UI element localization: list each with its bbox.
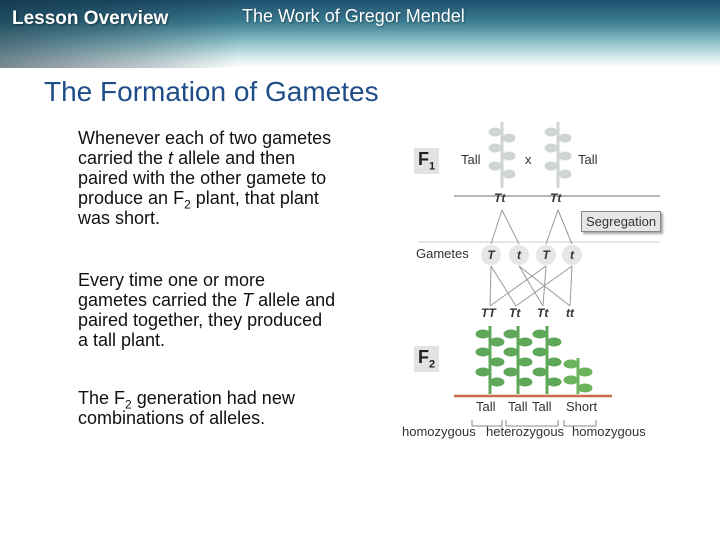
- slide-title: The Formation of Gametes: [44, 76, 379, 107]
- zygosity-brackets: [471, 420, 597, 427]
- f1-tall-left-label: Tall: [461, 152, 481, 167]
- parent-genotype-left: Tt: [494, 191, 506, 205]
- f2-plant-tt-tall: [475, 326, 505, 394]
- phenotype-tall-2: Tall: [508, 399, 528, 414]
- header-banner: Lesson Overview The Work of Gregor Mende…: [0, 0, 720, 68]
- f2-generation-label: F2: [414, 346, 440, 372]
- gametes-label: Gametes: [416, 246, 469, 261]
- header-shade: [0, 0, 240, 68]
- zygosity-homozygous-left: homozygous: [402, 424, 476, 439]
- f1-plant-right: [544, 122, 572, 188]
- lesson-subtitle: The Work of Gregor Mendel: [242, 6, 465, 26]
- offspring-genotype-Tt-2: Tt: [537, 306, 549, 320]
- segregation-label: Segregation: [581, 211, 662, 232]
- cross-diagram-graphics: [418, 122, 660, 427]
- zygosity-homozygous-right: homozygous: [572, 424, 646, 439]
- offspring-genotype-tt: tt: [566, 306, 574, 320]
- f1-generation-label: F1: [414, 148, 440, 174]
- paragraph-new-combinations: The F2 generation had new combinations o…: [78, 388, 295, 428]
- offspring-genotype-TT: TT: [481, 306, 496, 320]
- offspring-genotype-Tt-1: Tt: [509, 306, 521, 320]
- parent-genotype-right: Tt: [550, 191, 562, 205]
- zygosity-heterozygous: heterozygous: [486, 424, 565, 439]
- gamete-cross-lines: [489, 265, 573, 307]
- phenotype-short: Short: [566, 399, 598, 414]
- f2-plant-tt-tall-2: [503, 326, 533, 394]
- gamete-T-1: T: [481, 245, 501, 265]
- phenotype-tall-3: Tall: [532, 399, 552, 414]
- lesson-overview-label: Lesson Overview: [12, 8, 169, 29]
- paragraph-short-plant: Whenever each of two gametes carried the…: [78, 128, 332, 228]
- gamete-t-1: t: [509, 245, 529, 265]
- f2-plant-tt-short: [563, 358, 593, 394]
- mendel-cross-figure: F1 Tall x Tall Tt Tt Segregation Gametes…: [398, 118, 698, 448]
- phenotype-tall-1: Tall: [476, 399, 496, 414]
- gamete-T-2: T: [536, 245, 556, 265]
- cross-symbol: x: [525, 152, 532, 167]
- paragraph-tall-plant: Every time one or more gametes carried t…: [78, 270, 336, 350]
- gamete-t-2: t: [562, 245, 582, 265]
- f1-tall-right-label: Tall: [578, 152, 598, 167]
- f2-plant-tt-tall-3: [532, 326, 562, 394]
- f1-plant-left: [488, 122, 516, 188]
